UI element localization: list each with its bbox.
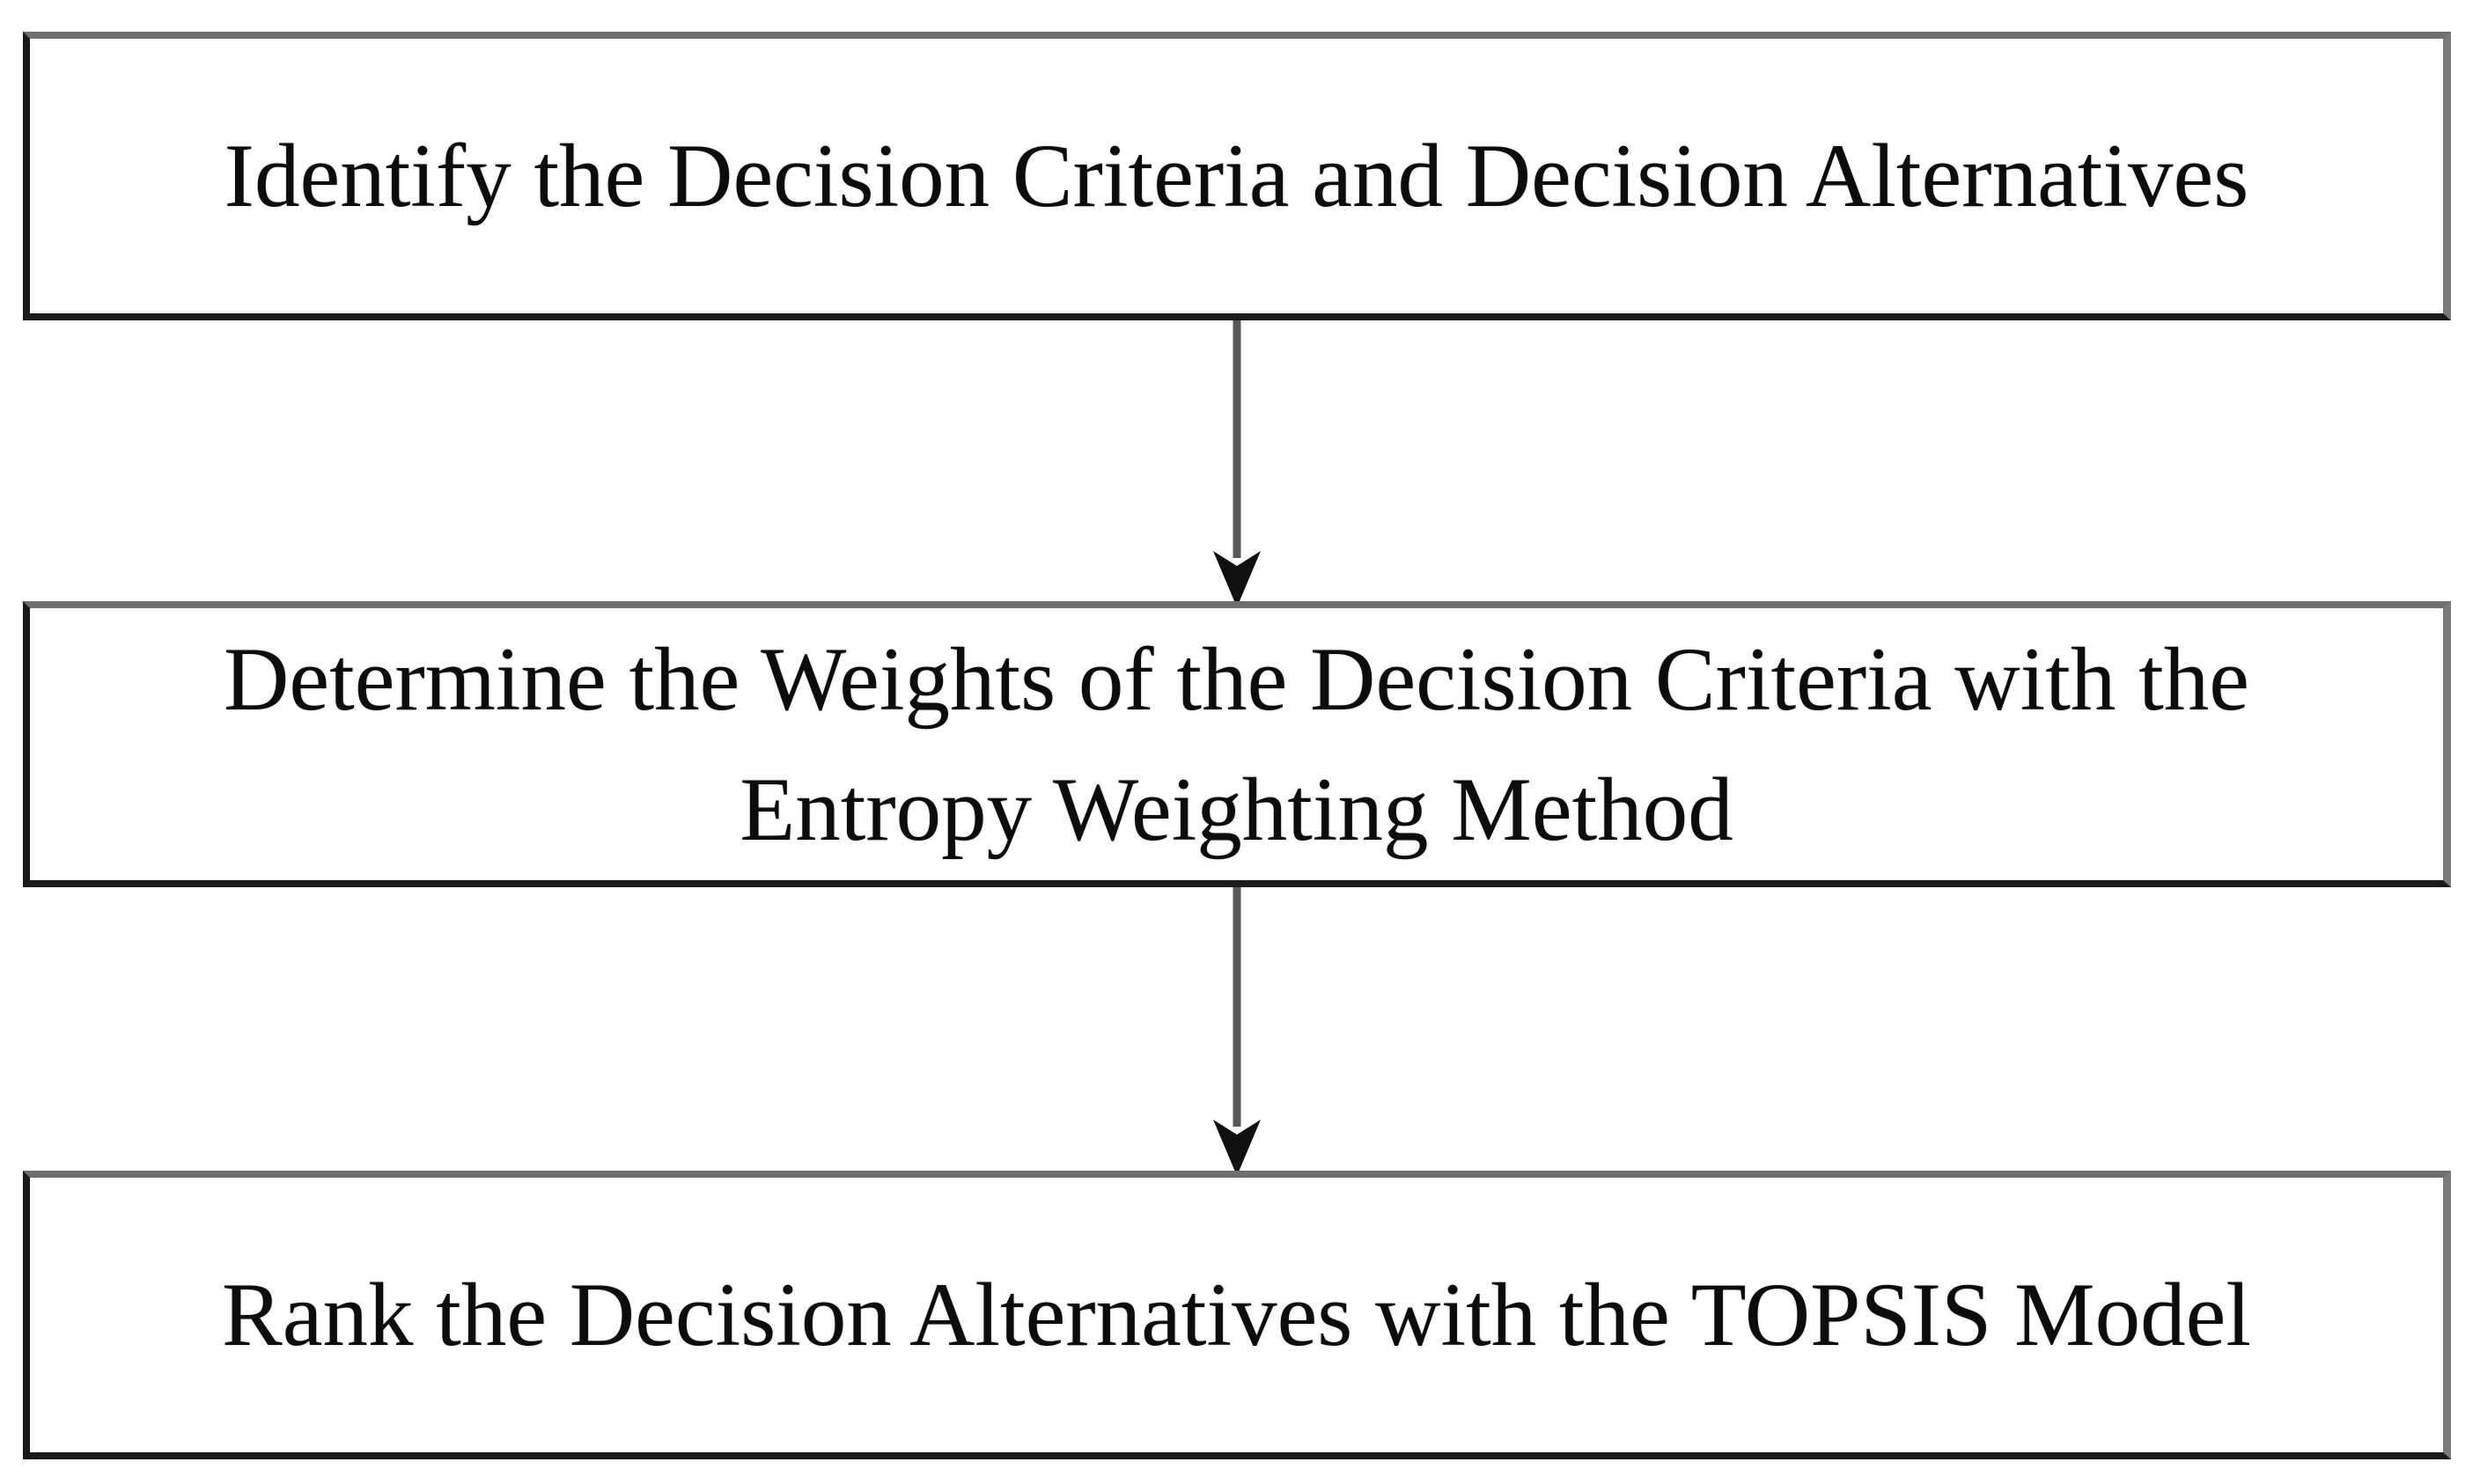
arrow-down-icon [1213, 320, 1261, 607]
flow-step-2-label-line-2: Entropy Weighting Method [740, 759, 1733, 860]
flow-step-1-box: Identify the Decision Criteria and Decis… [23, 32, 2451, 320]
flow-step-2-label-line-1: Determine the Weights of the Decision Cr… [224, 628, 2249, 730]
flow-step-3-label: Rank the Decision Alternatives with the … [222, 1265, 2251, 1365]
arrow-down-icon [1213, 887, 1261, 1176]
flow-step-2-box: Determine the Weights of the Decision Cr… [23, 601, 2451, 887]
flow-step-3-box: Rank the Decision Alternatives with the … [23, 1171, 2451, 1459]
flow-step-1-label: Identify the Decision Criteria and Decis… [224, 126, 2249, 226]
